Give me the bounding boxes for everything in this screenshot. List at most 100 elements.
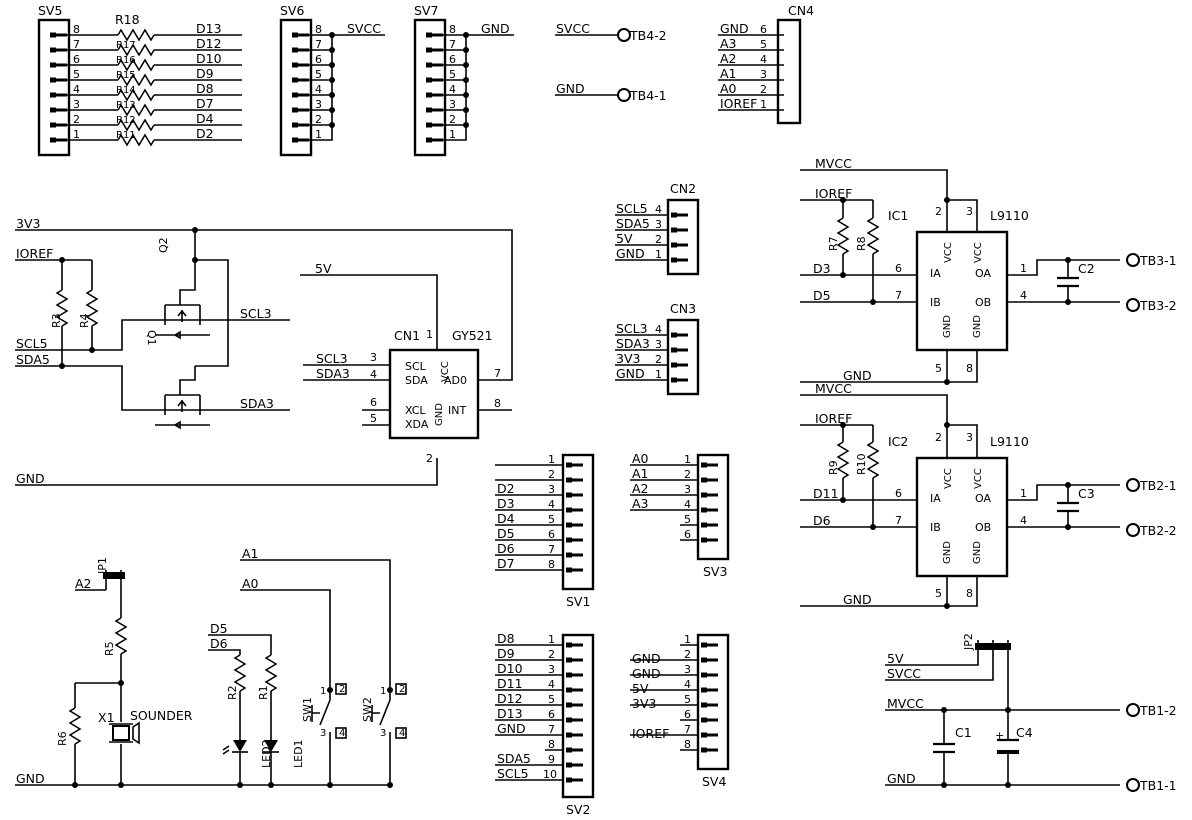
svg-text:6: 6 bbox=[449, 53, 456, 66]
svg-text:R2: R2 bbox=[226, 685, 239, 700]
svg-text:D8: D8 bbox=[497, 631, 515, 646]
svg-text:6: 6 bbox=[760, 23, 767, 36]
svg-text:1: 1 bbox=[760, 98, 767, 111]
svg-text:2: 2 bbox=[935, 431, 942, 444]
svg-text:R14: R14 bbox=[116, 85, 136, 96]
svg-text:1: 1 bbox=[655, 368, 662, 381]
svg-text:D11: D11 bbox=[497, 676, 523, 691]
level-shifter: 3V3 IOREF R3 R4 SCL5 SDA5 Q1 SCL3 Q2 SDA… bbox=[15, 216, 513, 486]
svg-text:IC1: IC1 bbox=[888, 208, 908, 223]
svg-text:GND: GND bbox=[632, 666, 661, 681]
svg-text:2: 2 bbox=[548, 468, 555, 481]
svg-text:IOREF: IOREF bbox=[815, 411, 852, 426]
sv1-name: SV1 bbox=[566, 594, 590, 609]
svg-text:SDA3: SDA3 bbox=[616, 336, 650, 351]
svg-text:D4: D4 bbox=[497, 511, 515, 526]
svg-text:SDA5: SDA5 bbox=[497, 751, 531, 766]
svg-text:3: 3 bbox=[548, 663, 555, 676]
svg-text:C4: C4 bbox=[1016, 725, 1033, 740]
svg-text:8: 8 bbox=[449, 23, 456, 36]
net-d7: D7 bbox=[196, 96, 214, 111]
svg-text:4: 4 bbox=[655, 323, 662, 336]
svg-text:1: 1 bbox=[655, 248, 662, 261]
svg-text:R8: R8 bbox=[855, 236, 868, 251]
svg-text:XDA: XDA bbox=[405, 418, 429, 431]
svg-text:INT: INT bbox=[448, 404, 466, 417]
svg-text:R16: R16 bbox=[116, 55, 136, 66]
net-sda5: SDA5 bbox=[16, 352, 50, 367]
svg-text:2: 2 bbox=[449, 113, 456, 126]
jp1-jumper-icon bbox=[103, 570, 125, 590]
svg-text:C3: C3 bbox=[1078, 486, 1095, 501]
svg-text:MVCC: MVCC bbox=[887, 696, 924, 711]
svg-text:L9110: L9110 bbox=[990, 208, 1029, 223]
svg-text:4: 4 bbox=[1020, 514, 1027, 527]
gy521-module: CN1 GY521 5V SCL3 SDA3 34 65 1 2 7 8 SCL… bbox=[300, 261, 512, 465]
svg-text:IA: IA bbox=[930, 492, 941, 505]
svg-text:R7: R7 bbox=[827, 236, 840, 251]
svg-text:GND: GND bbox=[843, 368, 872, 383]
svg-text:5V: 5V bbox=[887, 651, 904, 666]
svg-text:R6: R6 bbox=[56, 731, 69, 746]
svg-text:IC2: IC2 bbox=[888, 434, 908, 449]
buzzer-circuit: GND A2 JP1 R5 R6 X1 SOUNDER bbox=[15, 557, 390, 788]
cn4-name: CN4 bbox=[788, 3, 814, 18]
svg-text:5: 5 bbox=[548, 513, 555, 526]
svg-text:SCL5: SCL5 bbox=[616, 201, 648, 216]
svg-text:4: 4 bbox=[1020, 289, 1027, 302]
svg-text:7: 7 bbox=[895, 514, 902, 527]
svg-text:3: 3 bbox=[449, 98, 456, 111]
sv5-pin-2: 7 bbox=[48, 38, 80, 54]
svg-text:D6: D6 bbox=[813, 513, 831, 528]
svg-text:3V3: 3V3 bbox=[616, 351, 640, 366]
tb2-2-terminal-icon bbox=[1126, 523, 1140, 537]
svg-text:TB3-1: TB3-1 bbox=[1139, 253, 1177, 268]
sv4-name: SV4 bbox=[702, 774, 726, 789]
svg-text:3: 3 bbox=[320, 728, 326, 739]
header-sv7: SV7 8 7 6 5 4 3 2 1 GND bbox=[413, 3, 514, 157]
svg-text:IB: IB bbox=[930, 296, 941, 309]
svg-text:3: 3 bbox=[760, 68, 767, 81]
sv3-name: SV3 bbox=[703, 564, 727, 579]
net-d10: D10 bbox=[196, 51, 222, 66]
svg-text:A0: A0 bbox=[632, 451, 649, 466]
gy521-name: GY521 bbox=[452, 328, 493, 343]
svg-text:TB2-1: TB2-1 bbox=[1139, 478, 1177, 493]
sv5-resistor-array bbox=[67, 29, 242, 146]
svg-text:5V: 5V bbox=[632, 681, 649, 696]
svg-text:R11: R11 bbox=[116, 130, 136, 141]
svg-text:R5: R5 bbox=[103, 641, 116, 656]
svg-text:6: 6 bbox=[73, 53, 80, 66]
svg-text:1: 1 bbox=[73, 128, 80, 141]
svg-text:4: 4 bbox=[684, 678, 691, 691]
svg-text:4: 4 bbox=[73, 83, 80, 96]
svg-text:5: 5 bbox=[548, 693, 555, 706]
gy521-net-scl3: SCL3 bbox=[316, 351, 348, 366]
svg-text:7: 7 bbox=[684, 723, 691, 736]
tb4-2-terminal-icon bbox=[617, 28, 631, 42]
svg-text:IOREF: IOREF bbox=[815, 186, 852, 201]
jp2-jumper-icon bbox=[975, 640, 1011, 650]
svg-text:10: 10 bbox=[543, 768, 557, 781]
svg-text:D3: D3 bbox=[497, 496, 515, 511]
svg-text:8: 8 bbox=[494, 397, 501, 410]
svg-text:5: 5 bbox=[73, 68, 80, 81]
svg-text:8: 8 bbox=[548, 738, 555, 751]
net-d4: D4 bbox=[196, 111, 214, 126]
q1-mosfet-icon bbox=[155, 230, 290, 340]
svg-text:A2: A2 bbox=[75, 576, 92, 591]
tb4-2-label: TB4-2 bbox=[629, 28, 667, 43]
svg-text:A3: A3 bbox=[632, 496, 649, 511]
svg-text:2: 2 bbox=[655, 233, 662, 246]
svg-text:3: 3 bbox=[315, 98, 322, 111]
svg-text:5: 5 bbox=[935, 362, 942, 375]
svg-text:6: 6 bbox=[684, 708, 691, 721]
tb4-1-label: TB4-1 bbox=[629, 88, 667, 103]
sw1-pushbutton-icon: 24 13 bbox=[311, 683, 347, 740]
header-sv6: SV6 8 7 6 5 4 3 2 1 SVCC bbox=[279, 3, 385, 157]
svg-text:6: 6 bbox=[370, 396, 377, 409]
svg-text:A1: A1 bbox=[720, 66, 737, 81]
